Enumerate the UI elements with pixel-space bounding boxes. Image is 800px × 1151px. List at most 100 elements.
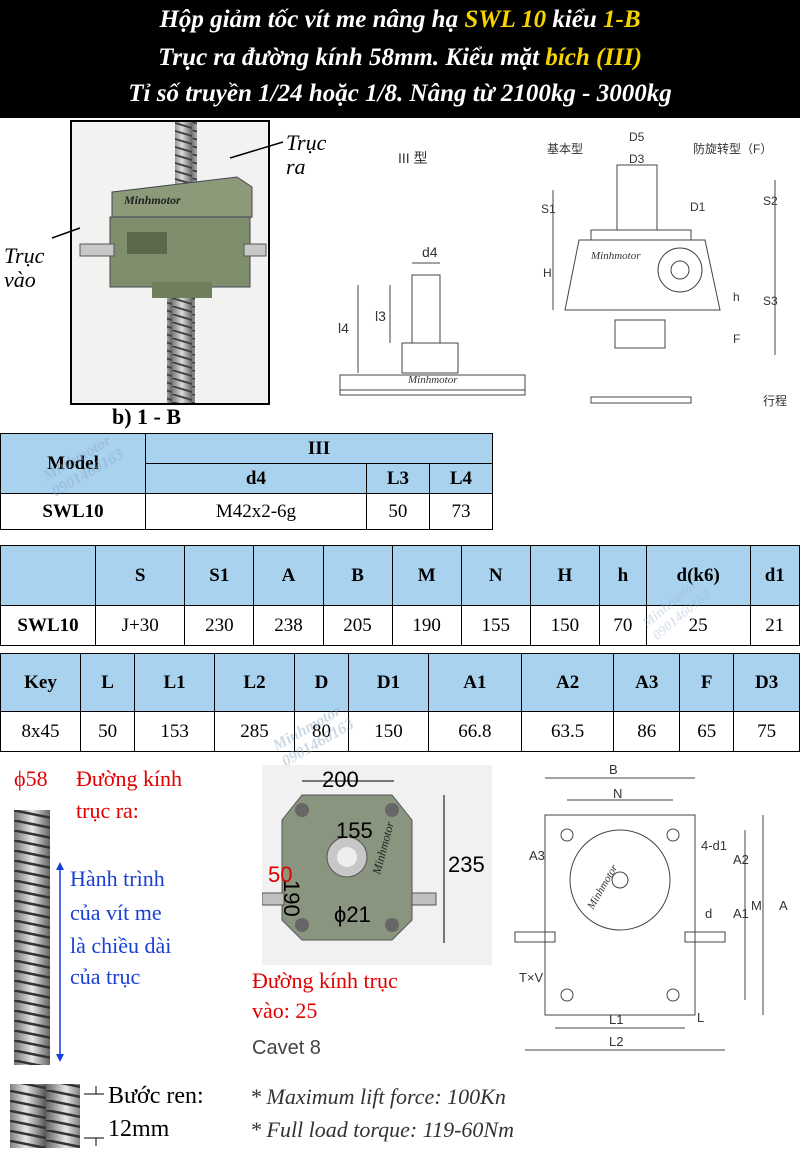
flange-title: III 型 <box>398 150 428 166</box>
dim-A: A <box>779 898 788 913</box>
cell-d1: 21 <box>749 605 800 646</box>
col-M: M <box>391 545 462 606</box>
cell-M: 190 <box>391 605 462 646</box>
top-drawing-brand: Minhmotor <box>585 862 621 912</box>
cell-A1: 66.8 <box>427 711 522 752</box>
title-text: Trục ra đường kính 58mm. Kiểu mặt <box>158 44 546 71</box>
gearbox-illustration: Minhmotor <box>79 122 267 403</box>
pitch-label: Bước ren: <box>108 1083 204 1109</box>
col-D1: D1 <box>348 653 429 712</box>
label-text: vào <box>4 267 36 292</box>
dim-d: d <box>705 906 712 921</box>
pitch-value: 12mm <box>108 1116 170 1142</box>
label-text: Trục <box>4 243 45 268</box>
cell-model: SWL10 <box>0 605 96 646</box>
dim-B: B <box>609 762 618 777</box>
cell-S: J+30 <box>94 605 186 646</box>
dim-D1: D1 <box>690 200 706 214</box>
input-diameter-label-1: Đường kính trục <box>252 968 398 993</box>
input-diameter-label-2: vào: 25 <box>252 998 318 1023</box>
stroke-arrow <box>56 862 64 1062</box>
dim-d4: d4 <box>422 244 438 260</box>
col-group-III: III <box>145 433 493 464</box>
dim-L: L <box>697 1010 704 1025</box>
dim-A1: A1 <box>733 906 749 921</box>
cell-A3: 86 <box>613 711 681 752</box>
product-photo: Minhmotor <box>70 120 270 405</box>
dim-TxV: T×V <box>519 970 544 985</box>
photo-caption: b) 1 - B <box>112 404 182 429</box>
col-L3: L3 <box>365 463 430 494</box>
cell-A: 238 <box>253 605 324 646</box>
cell-D: 80 <box>293 711 350 752</box>
cell-D1: 150 <box>348 711 429 752</box>
col-A3: A3 <box>613 653 681 712</box>
cell-A2: 63.5 <box>520 711 615 752</box>
label-text: ra <box>286 154 306 179</box>
side-brand: Minhmotor <box>590 250 641 262</box>
cell-L2: 285 <box>214 711 295 752</box>
cell-L1: 153 <box>134 711 216 752</box>
shaft-diameter-value: ϕ58 <box>14 766 48 791</box>
col-N: N <box>460 545 531 606</box>
col-L4: L4 <box>428 463 494 494</box>
output-diameter-label-1: Đường kính <box>76 766 183 791</box>
title-type: 1-B <box>603 6 641 33</box>
dimension-table-1: S S1 A B M N H h d(k6) d1 SWL10 J+30 230… <box>0 545 800 646</box>
col-S: S <box>94 545 186 606</box>
flange-spec-table: Model III d4 L3 L4 SWL10 M42x2-6g 50 73 <box>0 433 494 530</box>
dim-S2: S2 <box>763 194 778 208</box>
title-text: Hộp giảm tốc vít me nâng hạ <box>159 6 465 33</box>
cell-L4: 73 <box>428 493 494 530</box>
dim-200: 200 <box>322 767 359 792</box>
title-model: SWL 10 <box>464 6 547 33</box>
spec-lift-force: * Maximum lift force: 100Kn <box>250 1084 506 1109</box>
col-F: F <box>679 653 735 712</box>
dim-S3: S3 <box>763 294 778 308</box>
flange-brand: Minhmotor <box>407 374 458 386</box>
output-diameter-label-2: trục ra: <box>76 798 139 823</box>
dim-D3: D3 <box>629 152 645 166</box>
cell-N: 155 <box>460 605 531 646</box>
cell-h: 70 <box>598 605 647 646</box>
title-banner: Hộp giảm tốc vít me nâng hạ SWL 10 kiểu … <box>0 0 800 118</box>
dim-190: 190 <box>279 880 304 917</box>
dim-235: 235 <box>448 852 485 877</box>
dim-L1: L1 <box>609 1012 623 1027</box>
photo-brand: Minhmotor <box>123 193 181 207</box>
dim-H: H <box>543 266 552 280</box>
photo-arrows <box>51 141 284 239</box>
spec-full-load-torque: * Full load torque: 119-60Nm <box>250 1117 514 1142</box>
dim-A3: A3 <box>529 848 545 863</box>
col-B: B <box>322 545 393 606</box>
dim-L2: L2 <box>609 1034 623 1049</box>
key-cavet: Cavet 8 <box>252 1037 321 1059</box>
col-d1: d1 <box>749 545 800 606</box>
table-row: SWL10 J+30 230 238 205 190 155 150 70 25… <box>0 605 800 646</box>
dim-155: 155 <box>336 818 373 843</box>
stroke-note-4: của trục <box>70 964 141 989</box>
dim-l4: l4 <box>338 320 349 336</box>
dim-l3: l3 <box>375 308 386 324</box>
col-key: Key <box>0 653 81 712</box>
col-model: Model <box>0 433 146 494</box>
dim-4d1: 4-d1 <box>701 838 727 853</box>
col-H: H <box>529 545 600 606</box>
dim-M: M <box>751 898 762 913</box>
col-D3: D3 <box>733 653 800 712</box>
cell-F: 65 <box>679 711 735 752</box>
col-A1: A1 <box>427 653 522 712</box>
lead-screw-illustration <box>14 810 50 1065</box>
title-line-3: Tỉ số truyền 1/24 hoặc 1/8. Nâng từ 2100… <box>128 80 672 107</box>
col-L1: L1 <box>134 653 216 712</box>
table-row: SWL10 M42x2-6g 50 73 <box>0 493 494 530</box>
thread-pitch-illustration <box>10 1084 104 1148</box>
arrow-output <box>229 141 284 159</box>
dim-A2: A2 <box>733 852 749 867</box>
dim-50: 50 <box>268 862 293 887</box>
flange-drawing: III 型 d4 l3 l4 Minhmotor <box>338 150 526 396</box>
dim-h: h <box>733 290 740 304</box>
dim-F: F <box>733 332 740 346</box>
dim-N: N <box>613 786 622 801</box>
